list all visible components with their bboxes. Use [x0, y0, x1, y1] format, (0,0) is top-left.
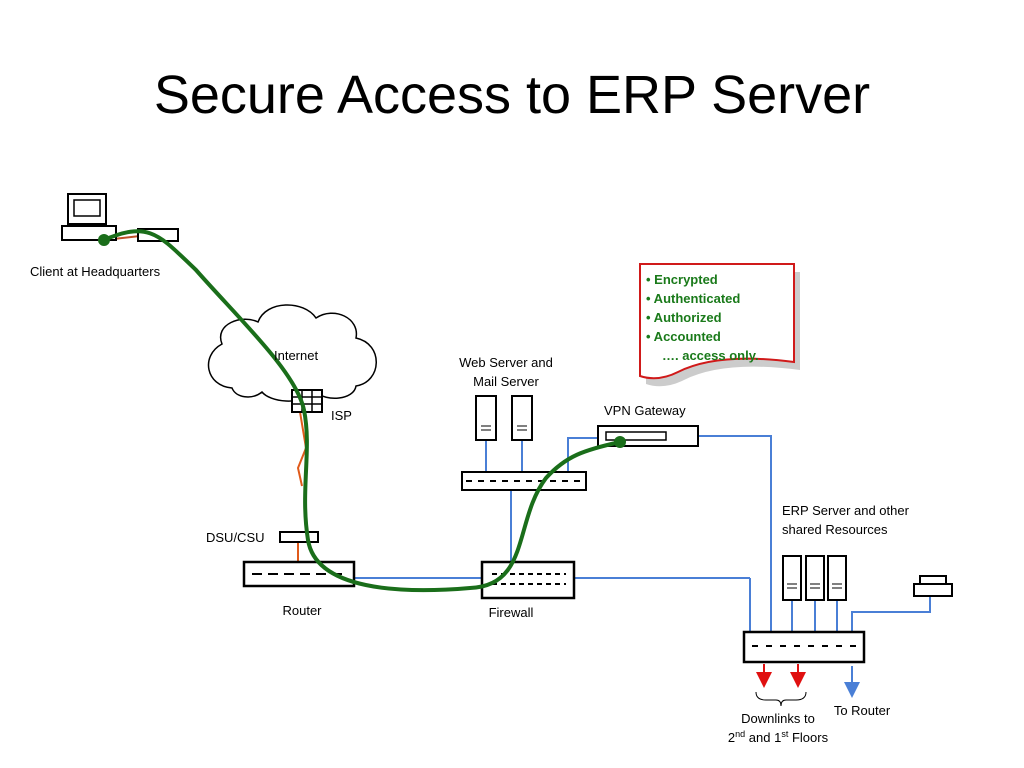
internet-label: Internet	[274, 348, 318, 363]
erp-server-icon	[782, 555, 847, 601]
note-access-only: …. access only.	[662, 348, 759, 363]
downlink-arrows	[756, 664, 806, 688]
downlinks-and-1: and 1	[745, 730, 781, 745]
note-item-accounted: • Accounted	[646, 329, 721, 344]
secure-path-start-dot	[98, 234, 110, 246]
secure-vpn-path	[103, 229, 621, 593]
downlinks-floor-2: 2	[728, 730, 735, 745]
router-label: Router	[282, 603, 322, 618]
downlinks-sup-st: st	[781, 729, 789, 739]
web-switch-icon	[461, 471, 587, 491]
note-item-encrypted: • Encrypted	[646, 272, 718, 287]
note-item-authenticated: • Authenticated	[646, 291, 740, 306]
page-title: Secure Access to ERP Server	[153, 65, 871, 125]
note-item-authorized: • Authorized	[646, 310, 722, 325]
printer-icon	[913, 575, 953, 597]
web-server-label-line1: Web Server and	[459, 355, 553, 370]
downlinks-sup-nd: nd	[735, 729, 745, 739]
downlinks-label-line2: 2nd and 1st Floors	[728, 729, 829, 745]
security-note	[639, 263, 800, 387]
downlinks-label-line1: Downlinks to	[741, 711, 815, 726]
vpn-erp-link	[696, 435, 772, 632]
erp-switch-icon	[742, 630, 866, 664]
to-router-label: To Router	[834, 703, 891, 718]
downlinks-brace	[755, 691, 807, 707]
printer-link	[851, 596, 931, 632]
secure-path-end-dot	[614, 436, 626, 448]
network-links	[352, 435, 931, 698]
client-label: Client at Headquarters	[30, 264, 161, 279]
downlinks-floors: Floors	[788, 730, 828, 745]
isp-line	[296, 411, 308, 487]
dsu-csu-icon	[279, 531, 319, 543]
isp-label: ISP	[331, 408, 352, 423]
firewall-label: Firewall	[489, 605, 534, 620]
web-server-label-line2: Mail Server	[473, 374, 539, 389]
erp-label-line2: shared Resources	[782, 522, 888, 537]
erp-label-line1: ERP Server and other	[782, 503, 910, 518]
vpn-gateway-label: VPN Gateway	[604, 403, 686, 418]
dsu-csu-label: DSU/CSU	[206, 530, 265, 545]
web-server-icon	[475, 395, 533, 441]
